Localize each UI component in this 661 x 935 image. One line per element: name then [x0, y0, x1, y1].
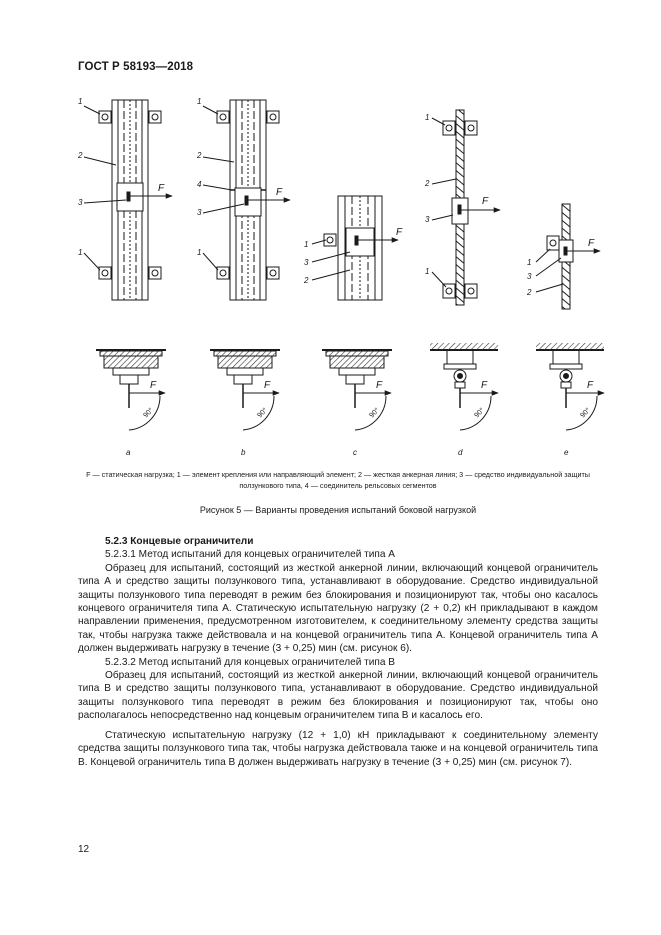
- body-text: 5.2.3 Концевые ограничители 5.2.3.1 Мето…: [78, 535, 598, 769]
- panel-label-d: d: [458, 448, 463, 457]
- force-label: F: [276, 187, 283, 198]
- figure-caption: Рисунок 5 — Варианты проведения испытани…: [199, 505, 477, 515]
- panel-b-side: [210, 349, 280, 431]
- force-label: F: [481, 380, 488, 391]
- panel-d-side: [430, 343, 499, 431]
- paragraph: Статическую испытательную нагрузку (12 +…: [78, 729, 598, 768]
- force-label: F: [588, 238, 595, 249]
- callout: 4: [197, 180, 202, 189]
- panel-c-top: [311, 195, 399, 301]
- callout: 2: [77, 151, 83, 160]
- section-heading: 5.2.3 Концевые ограничители: [105, 536, 254, 547]
- subsection-heading: 5.2.3.1 Метод испытаний для концевых огр…: [105, 549, 396, 561]
- paragraph: Образец для испытаний, состоящий из жест…: [78, 562, 598, 655]
- callout: 2: [526, 288, 532, 297]
- panel-a-side: [96, 349, 166, 431]
- panel-d-top: [431, 109, 501, 306]
- force-label: F: [482, 196, 489, 207]
- callout: 2: [303, 276, 309, 285]
- panel-label-b: b: [241, 448, 246, 457]
- callout: 3: [527, 272, 532, 281]
- document-header: ГОСТ Р 58193—2018: [78, 61, 194, 73]
- figure-5: 1 2 3 1 F 1 2 4 3 1 F: [77, 97, 605, 457]
- force-label: F: [376, 380, 383, 391]
- panel-e-side: [536, 343, 605, 431]
- panel-label-a: a: [126, 448, 131, 457]
- callout: 1: [78, 248, 82, 257]
- callout: 1: [78, 97, 82, 106]
- force-label: F: [158, 183, 165, 194]
- callout: 1: [304, 240, 308, 249]
- callout: 3: [78, 198, 83, 207]
- panel-label-c: c: [353, 448, 357, 457]
- callout: 1: [425, 113, 429, 122]
- callout: 1: [527, 258, 531, 267]
- callout: 2: [196, 151, 202, 160]
- panel-a-top: [83, 99, 173, 301]
- callout: 3: [304, 258, 309, 267]
- figure-legend: F — статическая нагрузка; 1 — элемент кр…: [86, 470, 590, 490]
- callout: 1: [197, 97, 201, 106]
- panel-c-side: [322, 349, 392, 431]
- callout: 1: [425, 267, 429, 276]
- force-label: F: [587, 380, 594, 391]
- paragraph: Образец для испытаний, состоящий из жест…: [78, 670, 598, 722]
- callout: 2: [424, 179, 430, 188]
- panel-label-e: e: [564, 448, 569, 457]
- force-label: F: [264, 380, 271, 391]
- callout: 3: [425, 215, 430, 224]
- callout: 3: [197, 208, 202, 217]
- page-number: 12: [78, 844, 90, 855]
- force-label: F: [396, 227, 403, 238]
- force-label: F: [150, 380, 157, 391]
- subsection-heading: 5.2.3.2 Метод испытаний для концевых огр…: [105, 656, 396, 668]
- callout: 1: [197, 248, 201, 257]
- panel-e-top: [535, 203, 601, 310]
- panel-b-top: [202, 99, 291, 301]
